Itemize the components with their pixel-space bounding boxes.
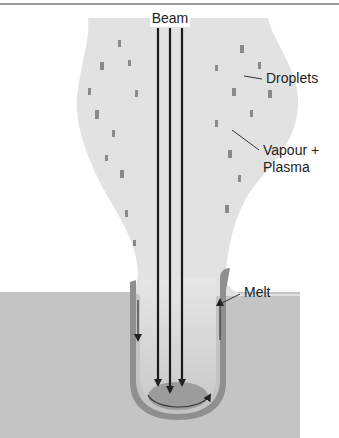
part-label: Melt xyxy=(244,284,270,301)
melt-layer xyxy=(130,268,230,420)
leader-lines xyxy=(222,76,262,303)
part-label: Droplets xyxy=(266,70,318,87)
keyhole xyxy=(140,278,216,410)
top-rule xyxy=(0,3,339,5)
droplets xyxy=(88,40,272,246)
melt-flow xyxy=(138,300,220,407)
beam-label: Beam xyxy=(150,10,191,27)
part-label: Vapour + Plasma xyxy=(263,142,327,176)
keyhole-bottom-melt xyxy=(148,382,208,410)
beam-arrows xyxy=(158,28,182,392)
